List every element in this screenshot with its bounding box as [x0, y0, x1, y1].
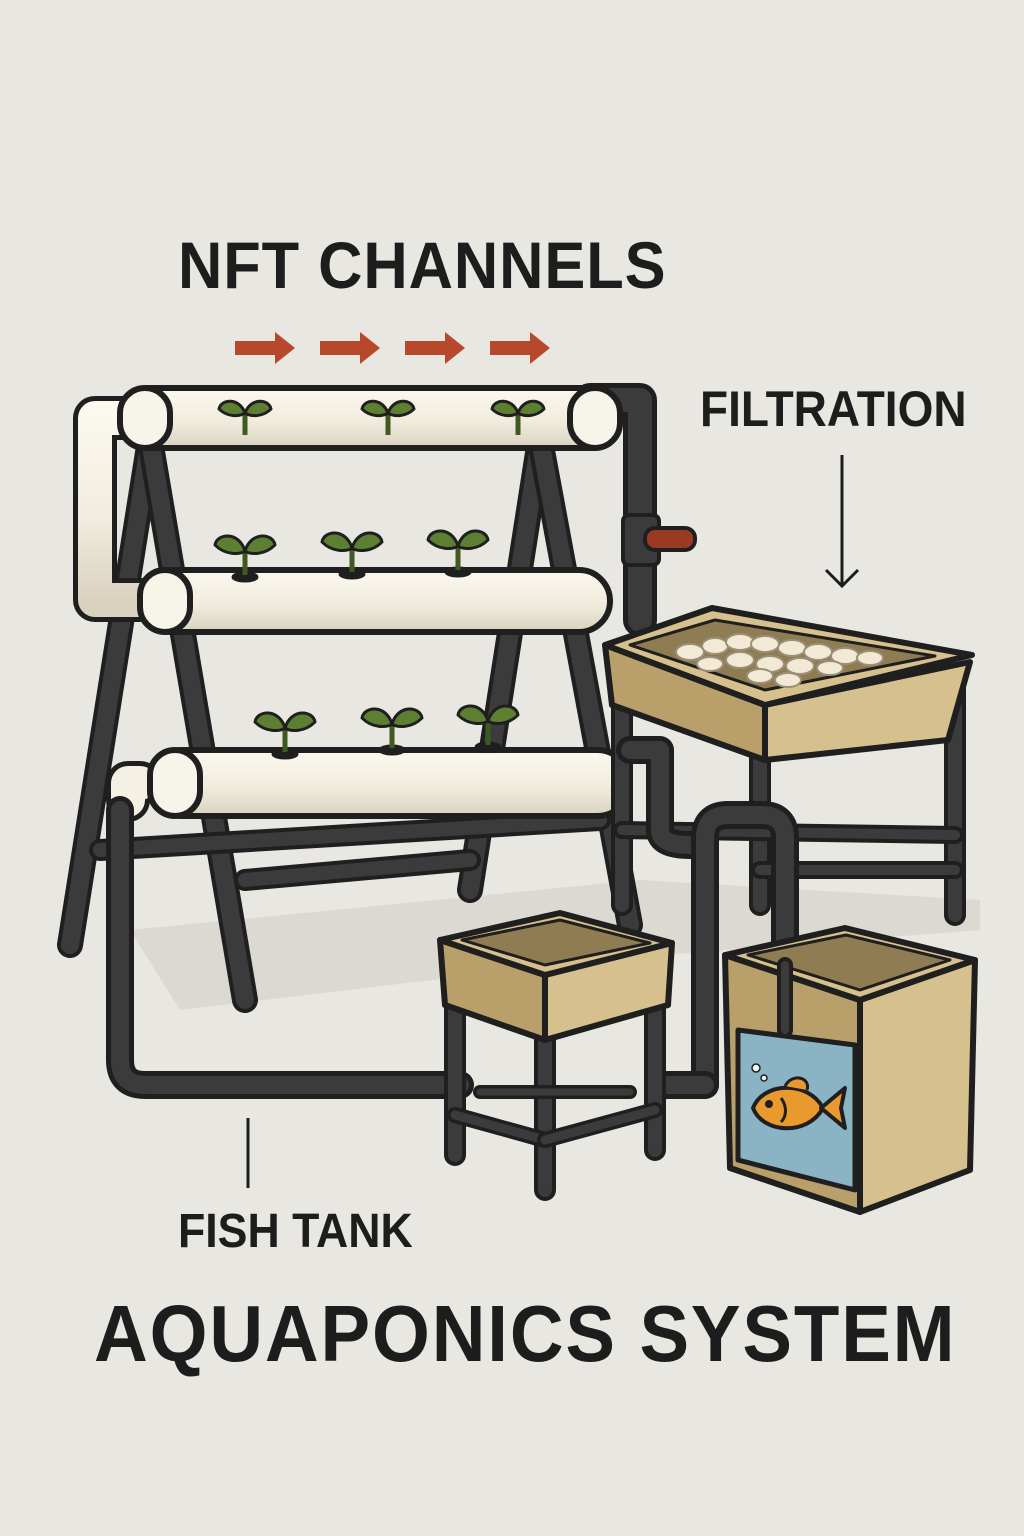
flow-arrows: [235, 332, 550, 364]
flow-arrow-icon: [320, 332, 380, 364]
filtration-pointer: [824, 455, 860, 589]
fish-tank-label: FISH TANK: [178, 1205, 413, 1258]
seedling: [320, 531, 384, 580]
seedlings: [213, 399, 546, 760]
filter-media: [675, 633, 884, 688]
nft-channels-label: NFT CHANNELS: [178, 228, 667, 302]
flow-arrow-icon: [405, 332, 465, 364]
seedling: [426, 529, 490, 578]
valve: [621, 513, 697, 567]
fish-icon: [750, 1076, 847, 1131]
nft-channel-bottom: [147, 747, 633, 819]
fish-tank: [722, 925, 978, 1215]
filtration-label: FILTRATION: [700, 381, 967, 437]
seedling: [360, 399, 416, 435]
seedling: [217, 399, 273, 435]
nft-channel-middle: [137, 567, 613, 635]
sump-box: [437, 910, 675, 1201]
black-pipes: [106, 736, 799, 1099]
seedling: [490, 399, 546, 435]
seedling: [360, 707, 424, 756]
seedling: [253, 711, 317, 760]
flow-arrow-icon: [235, 332, 295, 364]
diagram-title: AQUAPONICS SYSTEM: [94, 1289, 957, 1378]
seedling: [213, 534, 277, 583]
flow-arrow-icon: [490, 332, 550, 364]
seedling: [456, 704, 520, 753]
nft-channel-top: [117, 385, 623, 451]
